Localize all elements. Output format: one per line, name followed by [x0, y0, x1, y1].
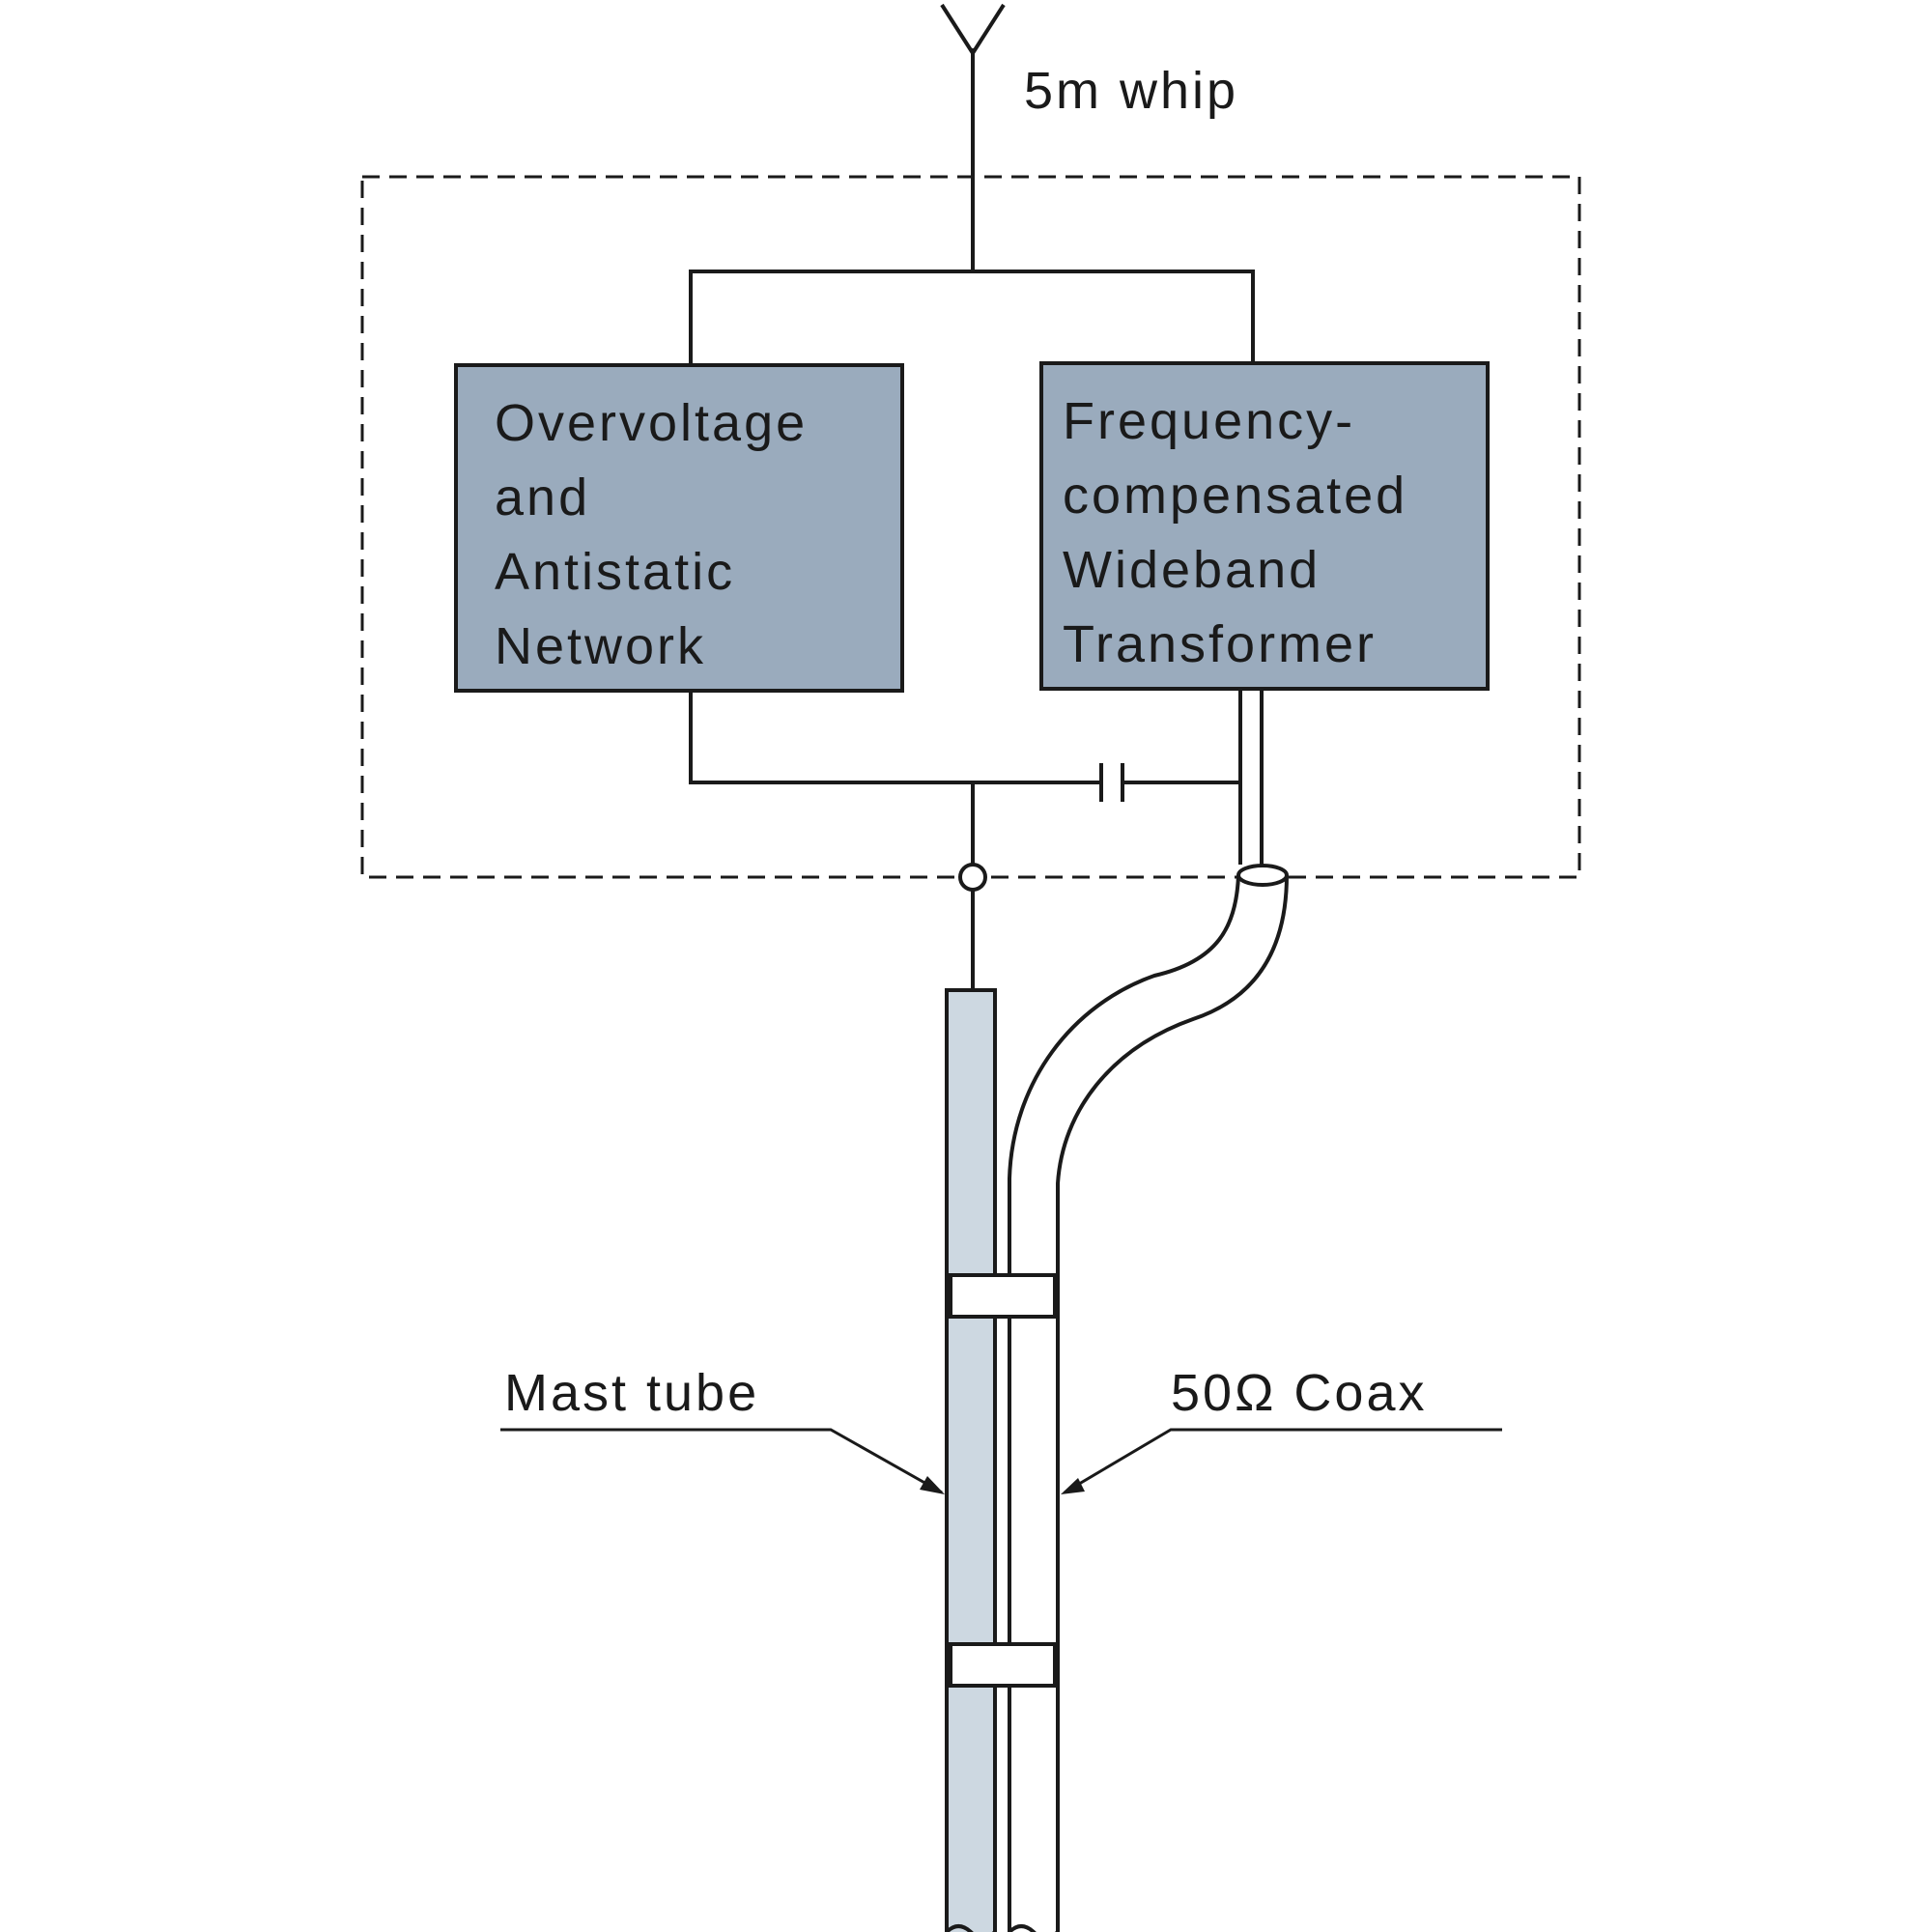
top-wiring — [689, 270, 1255, 365]
right-box-line-3: Wideband — [1063, 541, 1321, 599]
left-box-line-1: Overvoltage — [495, 394, 808, 452]
terminal-connector-icon — [958, 863, 987, 892]
right-box-line-4: Transformer — [1063, 615, 1377, 673]
mast-tube-label: Mast tube — [504, 1364, 759, 1422]
overvoltage-network-box: Overvoltage and Antistatic Network — [454, 363, 904, 693]
left-box-line-2: and — [495, 469, 590, 526]
coax-feed-lines — [1238, 691, 1264, 865]
coax-leader — [1061, 1428, 1502, 1494]
broken-ends — [945, 1924, 1058, 1932]
coax-cable-bend — [1008, 864, 1289, 1932]
wideband-transformer-box: Frequency- compensated Wideband Transfor… — [1039, 361, 1490, 691]
antenna-icon — [940, 3, 1006, 270]
bottom-wiring — [689, 691, 1240, 865]
mast-tube — [945, 988, 997, 1932]
right-box-line-1: Frequency- — [1063, 392, 1355, 450]
capacitor-icon — [1099, 763, 1124, 802]
right-box-line-2: compensated — [1063, 467, 1407, 525]
whip-label: 5m whip — [1024, 62, 1238, 120]
clamp-upper — [949, 1273, 1057, 1319]
coax-end-icon — [1236, 864, 1289, 887]
left-box-line-4: Network — [495, 617, 706, 675]
mast-tube-leader — [500, 1428, 945, 1494]
clamp-lower — [949, 1642, 1057, 1688]
left-box-line-3: Antistatic — [495, 543, 735, 601]
coax-label: 50Ω Coax — [1171, 1364, 1428, 1422]
